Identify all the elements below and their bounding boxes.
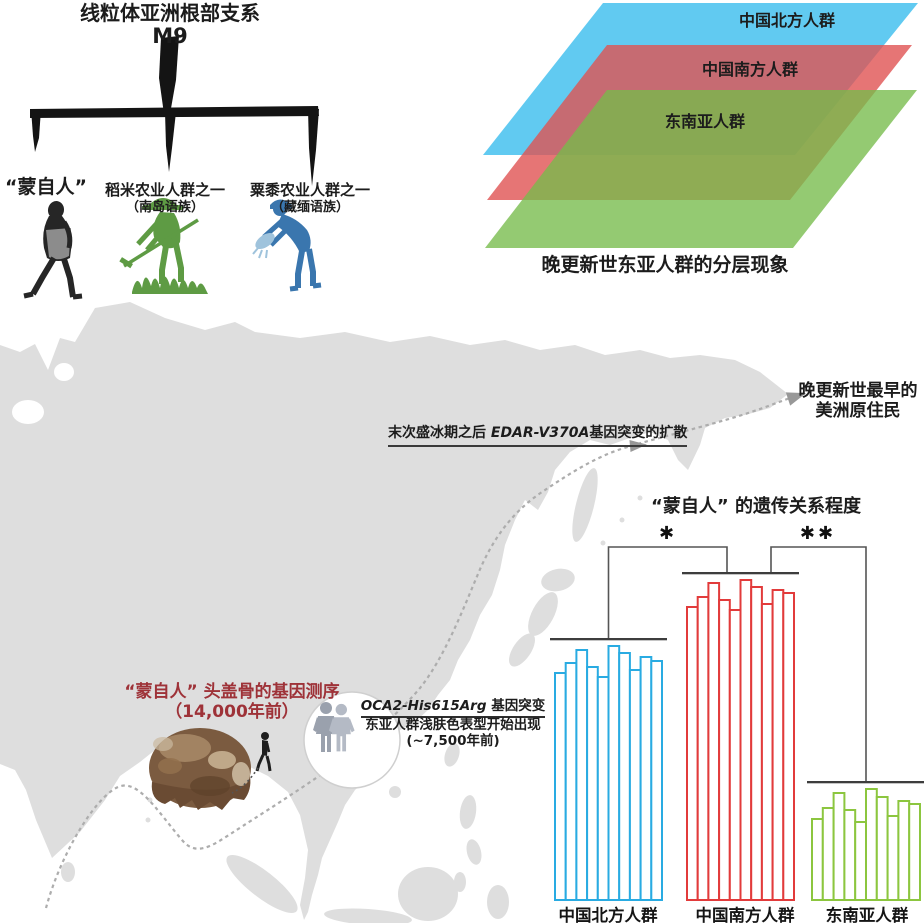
- skull-label-line1: “蒙自人” 头盖骨的基因测序: [124, 682, 340, 702]
- oca2-line3: (~7,500年前): [406, 732, 500, 749]
- significance-star-single: ✱: [658, 523, 678, 544]
- bar: [628, 669, 642, 901]
- eurasia-landmass: [0, 302, 788, 920]
- bar: [897, 800, 911, 901]
- bar: [865, 788, 878, 901]
- edar-prefix: 末次盛冰期之后: [388, 425, 491, 441]
- bar: [739, 579, 753, 901]
- walking-human-icon: [255, 732, 272, 772]
- americas-line2: 美洲原住民: [815, 401, 901, 422]
- americas-line1: 晚更新世最早的: [798, 381, 918, 401]
- oca2-gene-name: OCA2-His615Arg: [360, 698, 487, 714]
- branch-sublabel-text: （藏缅语族）: [270, 199, 349, 215]
- tree-title: 线粒体亚洲根部支系: [80, 1, 260, 25]
- island-shapes: [61, 468, 643, 923]
- lineage-label: M9: [152, 24, 188, 48]
- bar: [886, 815, 900, 901]
- bar: [728, 609, 742, 901]
- edar-gene-name: EDAR-V370A: [490, 425, 590, 441]
- branch-label-text: 粟黍农业人群之一: [249, 181, 370, 199]
- bar: [771, 589, 785, 901]
- bar: [760, 603, 774, 901]
- bar: [596, 676, 610, 901]
- oca2-mutation-label: OCA2-His615Arg 基因突变 东亚人群浅肤色表型开始出现 (~7,50…: [347, 698, 559, 750]
- bar: [750, 586, 763, 901]
- group-top-line: [807, 781, 924, 784]
- rice-farmer-silhouette: [119, 198, 208, 294]
- chart-title: “蒙自人” 的遗传关系程度: [651, 496, 861, 517]
- bar: [811, 818, 824, 901]
- lake-shape: [54, 363, 74, 381]
- bar: [639, 656, 653, 901]
- layers-caption: 晚更新世东亚人群的分层现象: [541, 254, 789, 276]
- branch-label-text: 稻米农业人群之一: [104, 181, 225, 199]
- lineage-tree-graphic: [23, 36, 322, 300]
- bar: [650, 660, 663, 901]
- group-top-line: [550, 638, 667, 641]
- bar: [821, 807, 835, 901]
- bar: [843, 809, 857, 901]
- skull-image: [149, 728, 251, 810]
- bar: [908, 803, 922, 901]
- bar: [586, 666, 599, 901]
- layer-label-north-china: 中国北方人群: [738, 11, 835, 30]
- bar: [854, 821, 868, 901]
- bar: [564, 662, 578, 901]
- layer-label-southeast-asia: 东南亚人群: [664, 112, 745, 131]
- bar-group-label-south: 中国南方人群: [695, 906, 795, 923]
- population-layers-graphic: [483, 3, 918, 248]
- mengzi-figure-silhouette: [23, 201, 83, 300]
- bar: [696, 596, 710, 901]
- bar: [607, 645, 621, 901]
- bar: [686, 606, 699, 901]
- bar: [875, 796, 889, 901]
- oca2-suffix: 基因突变: [486, 698, 546, 714]
- group-top-line: [682, 572, 799, 575]
- significance-bracket-lines: [607, 546, 867, 781]
- significance-star-double: ✱✱: [799, 523, 837, 544]
- bar-group-label-north: 中国北方人群: [558, 906, 658, 923]
- layer-label-south-china: 中国南方人群: [701, 60, 798, 79]
- skull-label-line2: （14,000年前）: [165, 702, 299, 723]
- bar-group-label-sea: 东南亚人群: [825, 906, 909, 923]
- bar: [575, 649, 589, 901]
- branch-label-rice: 稻米农业人群之一 （南岛语族）: [103, 181, 227, 215]
- bar: [618, 652, 631, 901]
- bar: [718, 599, 731, 901]
- lake-shape: [12, 400, 44, 424]
- americas-label: 晚更新世最早的 美洲原住民: [793, 381, 923, 421]
- bar: [782, 592, 795, 901]
- tree-brush-strokes: [30, 36, 319, 186]
- edar-suffix: 基因突变的扩散: [589, 425, 688, 441]
- human-pair-icon: [313, 702, 355, 752]
- edar-mutation-label: 末次盛冰期之后 EDAR-V370A基因突变的扩散: [388, 425, 688, 447]
- millet-farmer-silhouette: [252, 199, 322, 292]
- layer-southeast-asia: [485, 90, 917, 248]
- branch-label-mengzi: “蒙自人”: [5, 176, 87, 198]
- skull-sequencing-label: “蒙自人” 头盖骨的基因测序 （14,000年前）: [118, 682, 346, 722]
- oca2-line2: 东亚人群浅肤色表型开始出现: [365, 716, 541, 733]
- bar: [832, 792, 846, 901]
- americas-arrow-icon: [785, 392, 807, 406]
- branch-label-millet: 粟黍农业人群之一 （藏缅语族）: [248, 181, 372, 215]
- branch-sublabel-text: （南岛语族）: [125, 199, 204, 215]
- bar: [707, 582, 721, 901]
